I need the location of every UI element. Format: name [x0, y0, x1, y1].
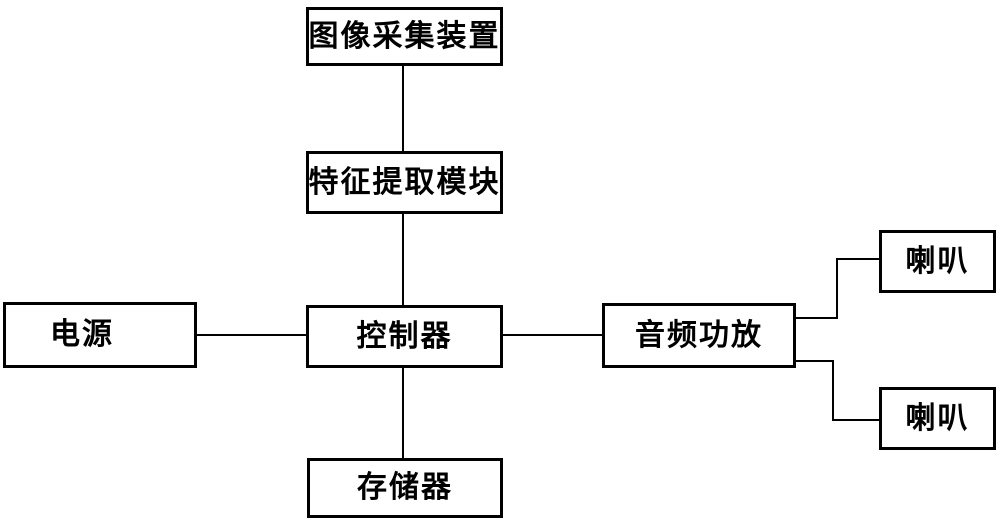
connector-audio-amp-to-speaker-top-segment-1 — [796, 317, 838, 319]
connector-audio-amp-to-speaker-bottom-segment-1 — [796, 360, 834, 362]
node-audio-amplifier: 音频功放 — [602, 303, 796, 368]
node-memory: 存储器 — [307, 458, 503, 518]
connector-power-to-controller — [197, 334, 306, 336]
node-power-label: 电源 — [50, 317, 114, 352]
connector-controller-to-memory — [402, 368, 404, 458]
connector-audio-amp-to-speaker-bottom-segment-2 — [832, 360, 834, 421]
node-speaker-bottom: 喇叭 — [879, 387, 996, 450]
connector-audio-amp-to-speaker-bottom-segment-3 — [832, 419, 879, 421]
node-power-supply: 电源 — [3, 302, 197, 368]
node-feature-extraction-module: 特征提取模块 — [306, 151, 503, 214]
connector-image-capture-to-feature-extract — [402, 66, 404, 151]
connector-audio-amp-to-speaker-top-segment-2 — [836, 258, 838, 319]
node-audio-amp-label: 音频功放 — [635, 317, 763, 353]
node-speaker-top: 喇叭 — [879, 230, 996, 293]
connector-feature-extract-to-controller — [402, 214, 404, 305]
node-speaker-top-label: 喇叭 — [905, 243, 970, 279]
connector-audio-amp-to-speaker-top-segment-3 — [836, 258, 879, 260]
node-controller-label: 控制器 — [356, 318, 453, 354]
connector-controller-to-audio-amp — [503, 334, 602, 336]
node-image-capture-label: 图像采集装置 — [308, 18, 501, 54]
node-memory-label: 存储器 — [357, 470, 453, 505]
node-image-capture-device: 图像采集装置 — [306, 7, 503, 66]
node-controller: 控制器 — [306, 305, 503, 368]
node-speaker-bottom-label: 喇叭 — [905, 400, 970, 436]
node-feature-extract-label: 特征提取模块 — [308, 164, 501, 200]
